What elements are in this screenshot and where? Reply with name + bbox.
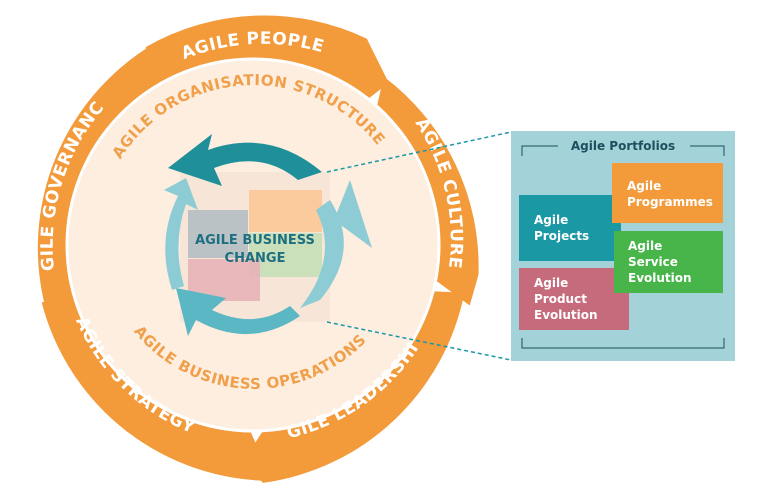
connector-bottom bbox=[326, 321, 512, 361]
box-projects-line1: Agile bbox=[534, 213, 568, 227]
arrow-right-icon bbox=[300, 180, 372, 308]
portfolio-title: Agile Portfolios bbox=[571, 139, 675, 153]
box-product-line3: Evolution bbox=[534, 308, 598, 322]
portfolio-panel: Agile Portfolios Agile Projects Agile Pr… bbox=[511, 131, 735, 361]
box-programmes-line1: Agile bbox=[627, 179, 661, 193]
box-programmes-line2: Programmes bbox=[627, 195, 713, 209]
box-service-line2: Service bbox=[628, 255, 678, 269]
connector-top bbox=[326, 131, 512, 173]
center-label-line1: AGILE BUSINESS bbox=[195, 233, 315, 248]
box-product-evolution bbox=[519, 268, 629, 330]
box-service-line1: Agile bbox=[628, 239, 662, 253]
box-projects bbox=[519, 195, 621, 261]
arrow-top-icon bbox=[168, 134, 322, 186]
arrow-bottom-icon bbox=[176, 288, 300, 336]
cycle-arrows bbox=[164, 134, 372, 336]
box-projects-line2: Projects bbox=[534, 229, 589, 243]
box-service-evolution bbox=[614, 231, 723, 293]
center-label-line2: CHANGE bbox=[225, 251, 286, 266]
arrow-left-icon bbox=[164, 178, 198, 290]
box-product-line1: Agile bbox=[534, 276, 568, 290]
box-programmes bbox=[612, 163, 723, 223]
box-product-line2: Product bbox=[534, 292, 587, 306]
box-service-line3: Evolution bbox=[628, 271, 692, 285]
